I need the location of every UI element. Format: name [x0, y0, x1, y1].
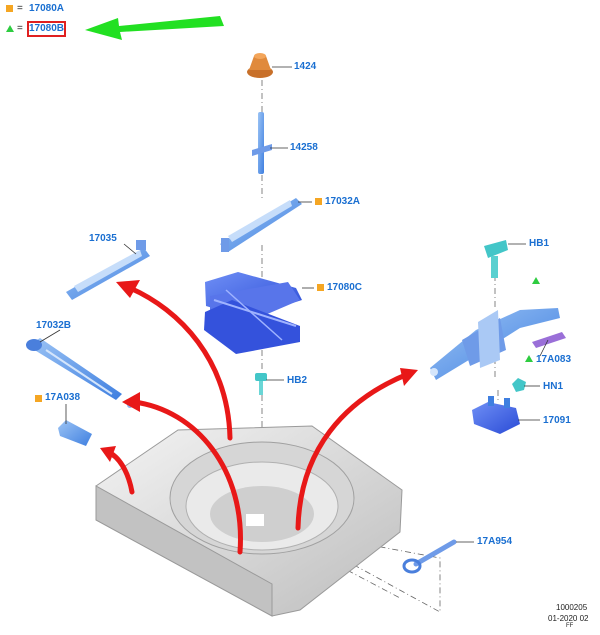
part-HB1-shape: [484, 240, 508, 278]
legend-equals-2: =: [17, 23, 23, 34]
marker-triangle-jack: [532, 277, 540, 284]
part-17091-shape: [472, 396, 520, 434]
spare-wheel-tray: [95, 425, 403, 617]
green-pointer-arrow: [85, 16, 224, 40]
label-17A038: 17A038: [45, 392, 81, 403]
marker-17A038: [35, 395, 42, 402]
leader-lines: [39, 66, 549, 543]
part-17A954-shape: [402, 539, 457, 574]
legend-equals-1: =: [17, 3, 23, 14]
marker-17A083: [525, 355, 533, 362]
label-17A954: 17A954: [477, 536, 513, 547]
part-1424-shape: [247, 53, 273, 78]
part-right-jack-shape: [430, 308, 560, 380]
footer-date: 01-2020 02: [548, 614, 589, 623]
part-14258-shape: [252, 112, 272, 174]
legend-triangle-marker: [6, 25, 14, 32]
label-HN1: HN1: [543, 381, 564, 392]
part-17A038-shape: [58, 420, 92, 446]
legend-17080B: 17080B: [26, 21, 67, 37]
label-17032A: 17032A: [325, 196, 361, 207]
marker-17032A: [315, 198, 322, 205]
marker-17080C: [317, 284, 324, 291]
label-17091: 17091: [543, 415, 571, 426]
label-17032B: 17032B: [36, 320, 72, 331]
label-1424: 1424: [294, 61, 317, 72]
label-HB1: HB1: [529, 238, 550, 249]
label-14258: 14258: [290, 142, 318, 153]
label-17080C: 17080C: [327, 282, 363, 293]
label-17035: 17035: [89, 233, 117, 244]
footer-code: 1000205: [556, 603, 588, 612]
part-17080C-shape: [204, 272, 302, 354]
part-17035-shape: [66, 240, 150, 300]
footer-extra: FF: [566, 623, 574, 629]
part-HN1-shape: [512, 378, 526, 392]
part-17A083-shape: [532, 332, 566, 348]
part-HB2-shape: [255, 373, 267, 395]
label-HB2: HB2: [287, 375, 308, 386]
legend-square-marker: [6, 5, 13, 12]
red-arrowheads: [100, 280, 418, 462]
label-17A083: 17A083: [536, 354, 572, 365]
part-17032A-shape: [220, 198, 302, 252]
legend-17080A: 17080A: [29, 3, 65, 14]
